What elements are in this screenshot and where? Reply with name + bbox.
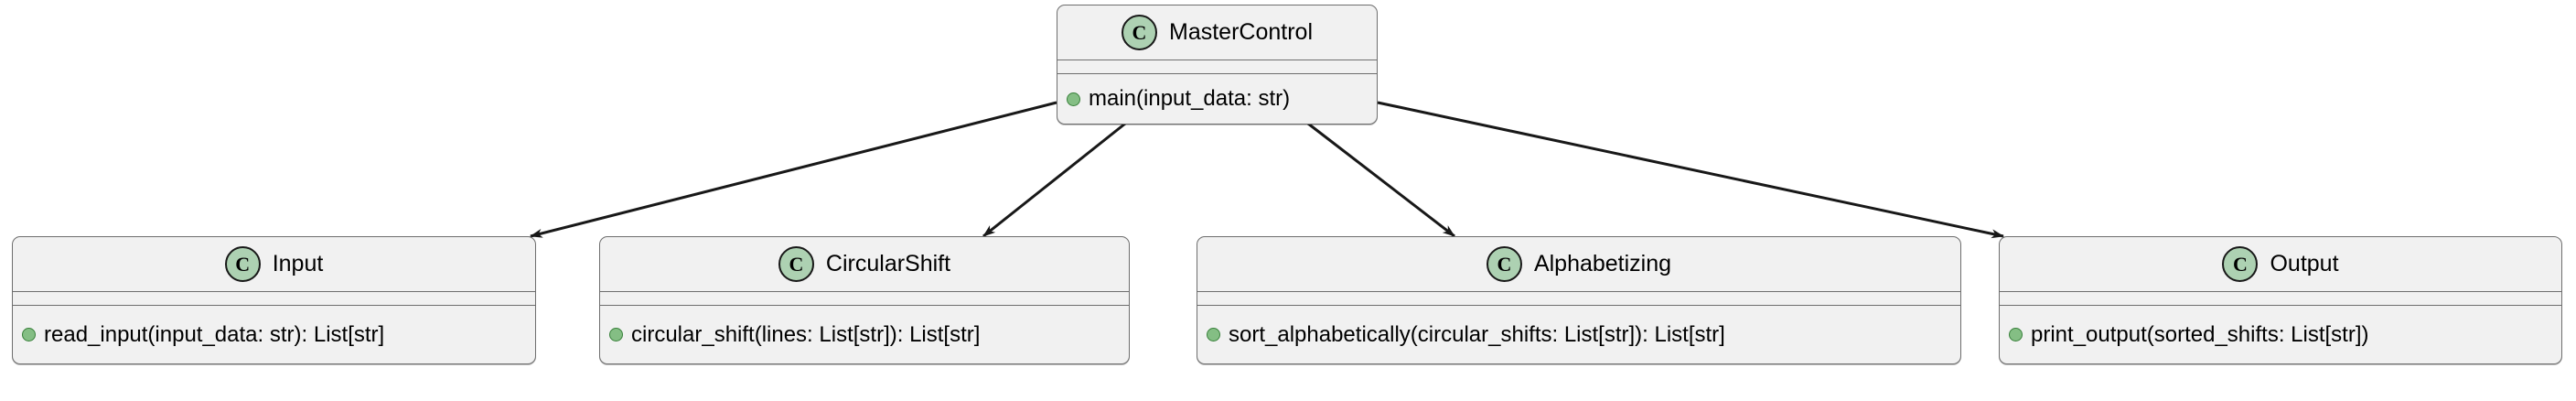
class-icon: C <box>224 246 261 282</box>
class-header-circularshift: C CircularShift <box>600 237 1129 291</box>
method-row[interactable]: main(input_data: str) <box>1067 86 1368 112</box>
class-name-label: MasterControl <box>1169 19 1313 45</box>
compartment-divider <box>13 291 535 292</box>
compartment-divider <box>2000 291 2561 292</box>
edge-mastercontrol-to-input <box>530 101 1057 238</box>
method-row[interactable]: circular_shift(lines: List[str]): List[s… <box>609 323 1120 346</box>
methods-compartment: circular_shift(lines: List[str]): List[s… <box>600 306 1129 363</box>
compartment-divider <box>600 305 1129 306</box>
edge-mastercontrol-to-circularshift <box>982 122 1126 238</box>
method-signature: read_input(input_data: str): List[str] <box>44 321 385 347</box>
class-header-input: C Input <box>13 237 535 291</box>
edge-mastercontrol-to-alphabetizing <box>1307 122 1455 238</box>
attributes-compartment <box>1057 60 1377 73</box>
methods-compartment: print_output(sorted_shifts: List[str]) <box>2000 306 2561 363</box>
class-box-mastercontrol[interactable]: C MasterControl main(input_data: str) <box>1057 5 1378 125</box>
methods-compartment: sort_alphabetically(circular_shifts: Lis… <box>1197 306 1960 363</box>
public-visibility-icon <box>22 328 36 341</box>
attributes-compartment <box>1197 292 1960 305</box>
method-row[interactable]: read_input(input_data: str): List[str] <box>22 323 526 346</box>
method-row[interactable]: print_output(sorted_shifts: List[str]) <box>2009 323 2552 346</box>
compartment-divider <box>1057 73 1377 74</box>
public-visibility-icon <box>1207 328 1220 341</box>
class-name-label: Alphabetizing <box>1533 251 1672 276</box>
class-box-circularshift[interactable]: C CircularShift circular_shift(lines: Li… <box>599 236 1130 364</box>
class-icon: C <box>1486 246 1522 282</box>
method-signature: print_output(sorted_shifts: List[str]) <box>2031 321 2369 347</box>
class-header-alphabetizing: C Alphabetizing <box>1197 237 1960 291</box>
class-icon: C <box>2222 246 2259 282</box>
methods-compartment: main(input_data: str) <box>1057 74 1377 124</box>
class-icon: C <box>1122 15 1157 50</box>
public-visibility-icon <box>609 328 623 341</box>
class-header-output: C Output <box>2000 237 2561 291</box>
method-signature: sort_alphabetically(circular_shifts: Lis… <box>1229 321 1725 347</box>
compartment-divider <box>2000 305 2561 306</box>
class-icon: C <box>778 246 814 282</box>
class-name-label: Output <box>2270 251 2339 276</box>
attributes-compartment <box>13 292 535 305</box>
compartment-divider <box>13 305 535 306</box>
class-box-output[interactable]: C Output print_output(sorted_shifts: Lis… <box>1999 236 2562 364</box>
class-name-label: CircularShift <box>825 251 951 276</box>
compartment-divider <box>1197 291 1960 292</box>
attributes-compartment <box>2000 292 2561 305</box>
compartment-divider <box>1197 305 1960 306</box>
class-header-mastercontrol: C MasterControl <box>1057 5 1377 60</box>
public-visibility-icon <box>1067 92 1080 106</box>
compartment-divider <box>600 291 1129 292</box>
methods-compartment: read_input(input_data: str): List[str] <box>13 306 535 363</box>
method-row[interactable]: sort_alphabetically(circular_shifts: Lis… <box>1207 323 1951 346</box>
public-visibility-icon <box>2009 328 2023 341</box>
class-box-input[interactable]: C Input read_input(input_data: str): Lis… <box>12 236 536 364</box>
class-box-alphabetizing[interactable]: C Alphabetizing sort_alphabetically(circ… <box>1197 236 1961 364</box>
attributes-compartment <box>600 292 1129 305</box>
class-name-label: Input <box>272 251 324 276</box>
edge-mastercontrol-to-output <box>1377 101 2004 239</box>
method-signature: main(input_data: str) <box>1089 86 1291 112</box>
method-signature: circular_shift(lines: List[str]): List[s… <box>631 321 981 347</box>
